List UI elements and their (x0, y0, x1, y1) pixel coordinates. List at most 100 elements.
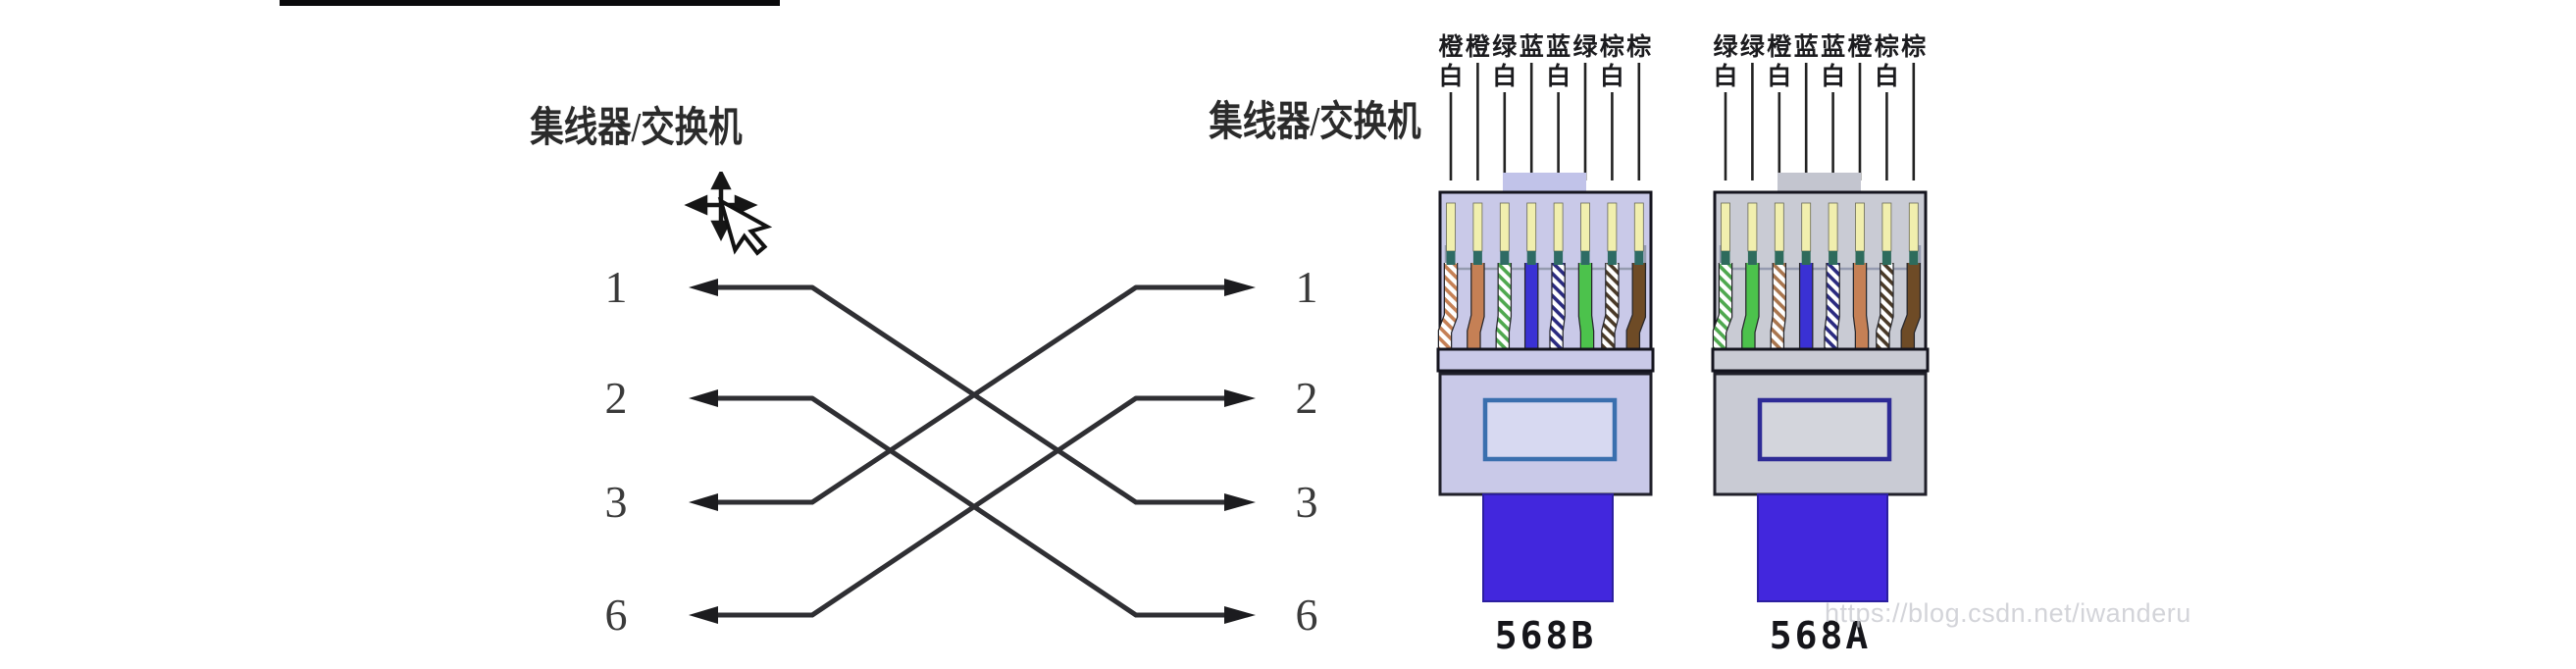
connector-tab (1777, 173, 1861, 194)
connector-pin (1881, 202, 1892, 252)
wire-color-label: 棕 (1875, 32, 1899, 61)
wire-color-label: 橙 (1438, 32, 1464, 61)
watermark-text: https://blog.csdn.net/iwanderu (1825, 598, 2191, 628)
connector-pin (1774, 202, 1784, 252)
right-arrowhead (1224, 279, 1256, 296)
clipped-link-underline (280, 0, 780, 6)
wire-color-label: 绿 (1713, 32, 1738, 61)
wire (1901, 263, 1920, 351)
white-label: 白 (1492, 62, 1517, 90)
left-pin-number-2: 2 (604, 373, 628, 423)
right-pin-number-1: 1 (1295, 262, 1318, 312)
wire-color-label: 绿 (1572, 32, 1598, 61)
wire-color-label: 蓝 (1546, 32, 1571, 61)
wire-color-label: 橙 (1847, 32, 1873, 61)
latch-band (1436, 347, 1655, 373)
latch-band (1711, 347, 1930, 373)
pin-contact-tip (1855, 251, 1865, 265)
left-pin-number-3: 3 (604, 477, 628, 527)
crossover-wire (716, 284, 1226, 505)
right-arrowhead (1224, 389, 1256, 407)
cable (1482, 493, 1614, 602)
connector-pin (1633, 202, 1644, 252)
right-pin-number-6: 6 (1295, 590, 1318, 640)
standard-label-568a: 568A (1769, 614, 1872, 657)
connector-pin (1801, 202, 1812, 252)
left-pin-number-1: 1 (604, 262, 628, 312)
wire (1854, 263, 1868, 351)
pin-contact-tip (1554, 251, 1564, 265)
connector-pin (1446, 202, 1456, 252)
wire-color-label: 棕 (1600, 32, 1624, 61)
left-arrowhead (689, 493, 718, 511)
connector-pin (1721, 202, 1730, 252)
wire (1877, 263, 1893, 351)
connector-pin (1908, 202, 1919, 252)
wire (1714, 263, 1731, 351)
pin-contact-tip (1634, 251, 1644, 265)
wire (1771, 263, 1785, 351)
pin-contact-tip (1747, 251, 1757, 265)
pin-contact-tip (1721, 251, 1730, 265)
right-pin-number-2: 2 (1295, 373, 1318, 423)
rj45-connector-568a: 绿白绿橙白蓝蓝白橙棕白棕 (1711, 32, 1930, 602)
wire-color-label: 棕 (1626, 32, 1651, 61)
crossover-wire (716, 395, 1226, 618)
white-label: 白 (1875, 62, 1899, 90)
left-arrowhead (689, 389, 718, 407)
wire-color-label: 绿 (1740, 32, 1766, 61)
connector-pin (1828, 202, 1838, 252)
body-window (1482, 397, 1618, 462)
wire (1602, 263, 1619, 351)
left-arrowhead (689, 279, 718, 296)
pin-contact-tip (1881, 251, 1891, 265)
white-label: 白 (1821, 62, 1845, 90)
wire (1825, 263, 1839, 351)
pin-contact-tip (1500, 251, 1510, 265)
right-arrowhead (1224, 493, 1256, 511)
body-window (1757, 397, 1892, 462)
pin-contact-tip (1909, 251, 1919, 265)
wire (1439, 263, 1457, 351)
white-label: 白 (1438, 62, 1463, 90)
pin-contact-tip (1472, 251, 1482, 265)
pin-clip-bracket (1444, 245, 1647, 271)
white-label: 白 (1713, 62, 1737, 90)
cable (1757, 493, 1888, 602)
wire (1468, 263, 1484, 351)
right-pin-number-3: 3 (1295, 477, 1318, 527)
wire-color-label: 蓝 (1520, 32, 1544, 61)
pin-clip-bracket (1719, 245, 1922, 271)
left-device-label: 集线器/交换机 (530, 106, 743, 151)
left-pin-number-6: 6 (604, 590, 628, 640)
wire-color-label: 橙 (1466, 32, 1491, 61)
pin-contact-tip (1607, 251, 1617, 265)
connector-tab (1503, 173, 1586, 194)
connector-pin (1607, 202, 1618, 252)
wire-color-label: 蓝 (1794, 32, 1819, 61)
pin-contact-tip (1829, 251, 1838, 265)
wire (1626, 263, 1645, 351)
move-cursor-icon (684, 172, 773, 256)
connector-pin (1580, 202, 1590, 252)
left-arrowhead (689, 606, 718, 624)
connector-pin (1747, 202, 1758, 252)
standard-label-568b: 568B (1494, 614, 1597, 657)
white-label: 白 (1546, 62, 1571, 90)
wire-color-label: 蓝 (1821, 32, 1845, 61)
connector-pin (1499, 202, 1510, 252)
connector-pin (1553, 202, 1564, 252)
white-label: 白 (1767, 62, 1791, 90)
pin-contact-tip (1526, 251, 1536, 265)
wire (1742, 263, 1759, 351)
connector-pin (1472, 202, 1483, 252)
wire (1579, 263, 1593, 351)
crossover-wiring-lines (689, 279, 1256, 624)
right-device-label: 集线器/交换机 (1209, 100, 1421, 145)
pin-contact-tip (1775, 251, 1784, 265)
right-arrowhead (1224, 606, 1256, 624)
pin-contact-tip (1446, 251, 1456, 265)
wire-color-label: 棕 (1901, 32, 1926, 61)
connector-pin (1526, 202, 1537, 252)
